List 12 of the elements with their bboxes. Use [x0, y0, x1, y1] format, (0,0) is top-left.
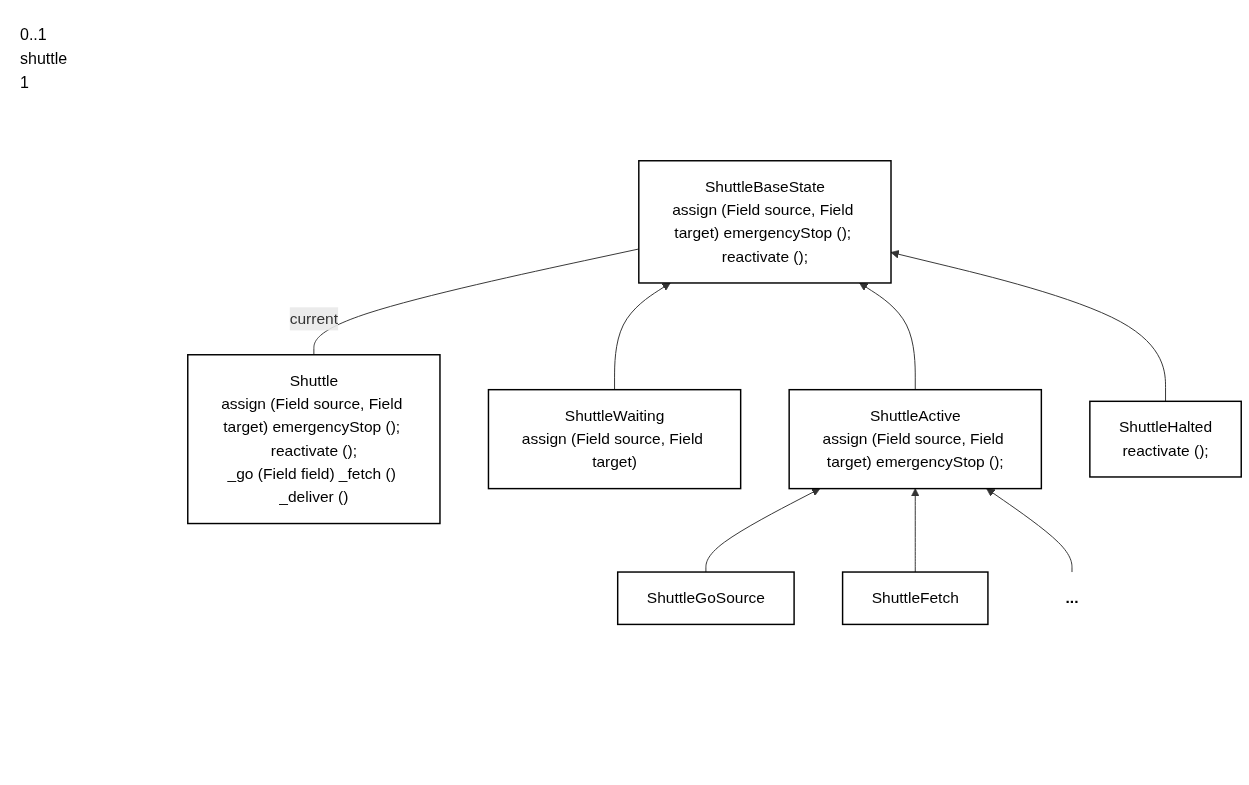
node-box: ShuttleHalted reactivate ();	[1089, 400, 1242, 478]
node-box: ShuttleBaseState assign (Field source, Field target) emergencyStop (); reactivate ();	[638, 159, 892, 284]
node-box: Shuttle assign (Field source, Field target) emergencyStop (); reactivate (); _go (Field field) _fetch () _deliver ()	[187, 353, 441, 525]
multiplicity-label: 0..1	[20, 26, 48, 44]
edge-label: current	[289, 310, 339, 327]
multiplicity-label: shuttle	[20, 50, 69, 68]
node-box: ShuttleFetch	[841, 571, 989, 626]
multiplicity-label: 1	[20, 74, 30, 92]
node-box: ShuttleActive assign (Field source, Field target) emergencyStop ();	[788, 388, 1043, 490]
node-box: ShuttleGoSource	[616, 571, 795, 626]
node-box: ShuttleWaiting assign (Field source, Field target)	[487, 388, 742, 490]
node-text: ...	[1065, 589, 1079, 606]
